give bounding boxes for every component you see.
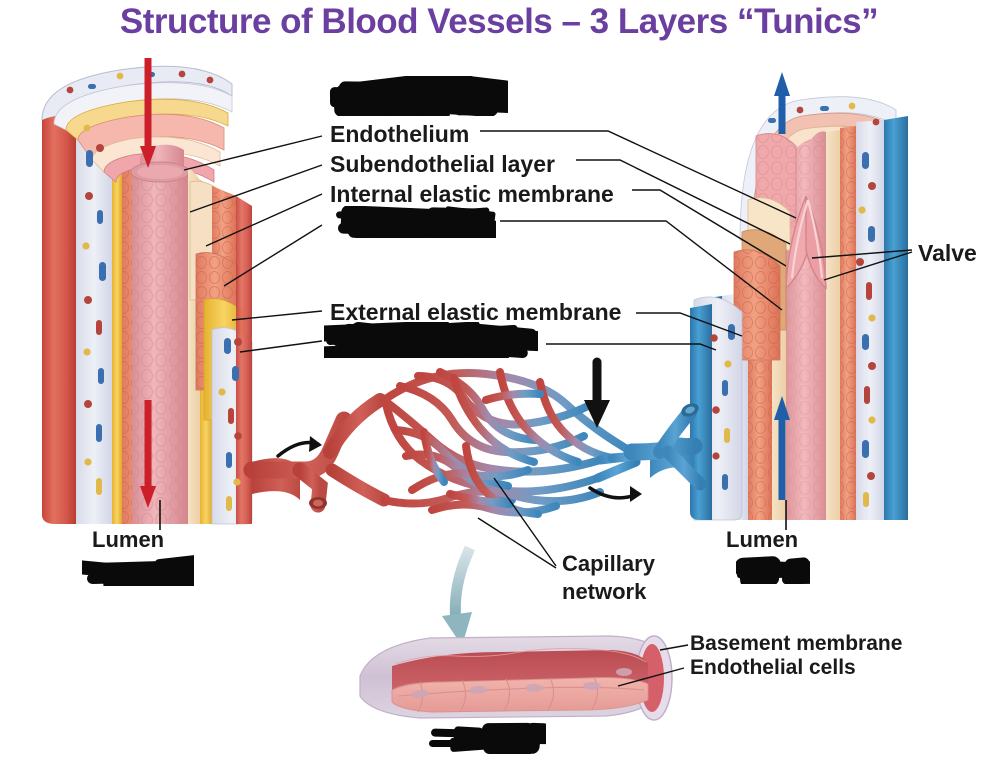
label-lumen-right: Lumen	[726, 527, 799, 552]
vein-flow-arrow-top	[774, 72, 790, 134]
leader-subendothelial-right	[576, 159, 791, 245]
redaction-tunica-interna	[322, 76, 508, 116]
label-endothelium: Endothelium	[330, 121, 470, 147]
label-valve: Valve	[918, 240, 977, 266]
leader-lines	[159, 130, 913, 687]
leader-valve-upper	[811, 249, 913, 259]
redaction-capillary-caption	[428, 722, 546, 754]
label-lumen-left: Lumen	[92, 527, 165, 552]
leader-internal-elastic-left	[205, 193, 323, 247]
artery-flow-arrow-top	[140, 58, 156, 168]
leader-endothelium-left	[183, 135, 323, 171]
vein-valve	[785, 195, 827, 290]
vein-figure	[650, 72, 908, 521]
label-internal-elastic-membrane: Internal elastic membrane	[330, 181, 614, 207]
label-basement-membrane: Basement membrane	[690, 632, 903, 655]
label-capillary-network-line1: Capillary	[562, 551, 655, 576]
redaction-tunica-media	[324, 206, 496, 238]
leader-basement-membrane	[659, 644, 689, 651]
vein-flow-arrow-bottom	[774, 396, 790, 500]
leader-internal-elastic-right	[632, 189, 787, 267]
capillary-detail-figure	[359, 545, 673, 721]
leader-tunica-externa-right	[546, 343, 717, 351]
vein-blood-cells	[710, 102, 880, 507]
flow-hint-arrow-right	[588, 486, 642, 502]
leader-capillary-upper	[493, 477, 557, 567]
label-subendothelial-layer: Subendothelial layer	[330, 151, 555, 177]
capillary-bed-figure	[243, 357, 707, 518]
leader-tunica-media-left	[223, 224, 323, 287]
label-capillary-network-line2: network	[562, 579, 647, 604]
redaction-vein-caption	[736, 556, 810, 584]
redaction-tunica-externa	[324, 322, 538, 358]
leader-tunica-externa-left	[239, 340, 323, 353]
label-external-elastic-membrane: External elastic membrane	[330, 299, 622, 325]
artery-figure	[41, 58, 300, 525]
page-title: Structure of Blood Vessels – 3 Layers “T…	[119, 2, 879, 41]
leader-tunica-media-right	[500, 220, 783, 311]
capillary-detail-arrow	[442, 545, 475, 646]
leader-endothelial-cells	[617, 667, 685, 687]
leader-capillary-lower	[477, 517, 557, 569]
redaction-artery-caption	[82, 554, 194, 586]
artery-blood-cells	[66, 70, 242, 511]
leader-endothelium-right	[480, 130, 797, 219]
leader-external-elastic-left	[231, 310, 323, 321]
flow-hint-arrow-left	[276, 436, 322, 458]
label-endothelial-cells: Endothelial cells	[690, 656, 856, 679]
leader-subendothelial-left	[189, 164, 323, 213]
artery-flow-arrow-bottom	[140, 400, 156, 508]
venule-pointer-arrow	[584, 357, 610, 428]
leader-external-elastic-right	[636, 312, 743, 337]
leader-valve-lower	[823, 251, 913, 281]
